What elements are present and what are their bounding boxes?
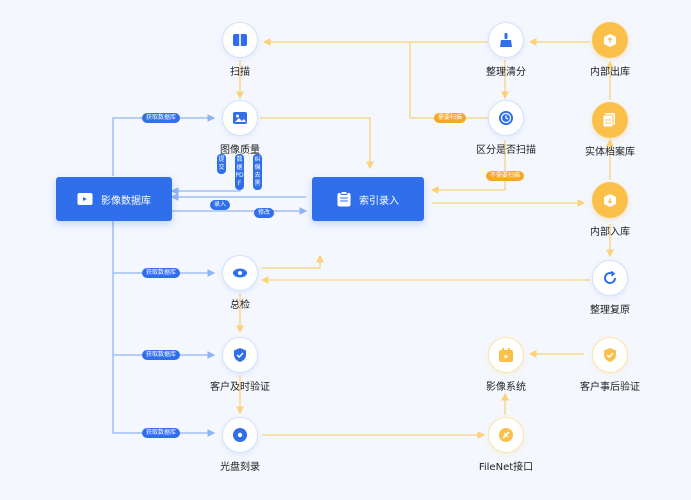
enter-pill: 录入 bbox=[210, 200, 231, 210]
scan-node[interactable] bbox=[222, 22, 258, 58]
clipboard-icon bbox=[337, 191, 351, 207]
sort-clear-label: 整理清分 bbox=[486, 67, 526, 78]
modify-pill: 修改 bbox=[254, 208, 275, 218]
customer-post-verify-node[interactable] bbox=[592, 337, 628, 373]
internal-out-node[interactable] bbox=[592, 22, 628, 58]
disc-burn-label: 光盘刻录 bbox=[220, 462, 260, 473]
scan-label: 扫描 bbox=[230, 67, 250, 78]
customer-verify-node[interactable] bbox=[222, 337, 258, 373]
physical-archive-label: 实体档案库 bbox=[585, 147, 635, 158]
reorganize-restore-label: 整理复原 bbox=[590, 305, 630, 316]
physical-archive-node[interactable] bbox=[592, 102, 628, 138]
filenet-node[interactable] bbox=[488, 417, 524, 453]
get-db-pill-3: 获取数据库 bbox=[142, 350, 181, 360]
customer-verify-label: 客户及时验证 bbox=[210, 382, 270, 393]
eye-icon bbox=[233, 268, 247, 278]
index-entry-label: 索引录入 bbox=[359, 195, 399, 207]
box-out-icon bbox=[604, 34, 616, 47]
internal-in-label: 内部入库 bbox=[590, 227, 630, 238]
disc-burn-node[interactable] bbox=[222, 417, 258, 453]
refresh-icon bbox=[604, 270, 617, 284]
internal-in-node[interactable] bbox=[592, 182, 628, 218]
need-scan-pill: 需要扫描 bbox=[434, 113, 467, 123]
clock-icon bbox=[499, 111, 513, 125]
video-calendar-icon bbox=[499, 348, 513, 362]
get-db-pill-4: 获取数据库 bbox=[142, 428, 181, 438]
image-system-node[interactable] bbox=[488, 337, 524, 373]
distinguish-scan-node[interactable] bbox=[488, 100, 524, 136]
reorganize-restore-node[interactable] bbox=[592, 260, 628, 296]
image-system-label: 影像系统 bbox=[486, 382, 526, 393]
customer-post-verify-label: 客户事后验证 bbox=[580, 382, 640, 393]
broom-icon bbox=[500, 33, 512, 47]
sort-clear-node[interactable] bbox=[488, 22, 524, 58]
no-scan-pill: 不需要扫描 bbox=[486, 171, 525, 181]
box-in-icon bbox=[604, 194, 616, 207]
distinguish-scan-label: 区分是否扫描 bbox=[476, 145, 536, 156]
general-check-node[interactable] bbox=[222, 255, 258, 291]
filenet-label: FileNet接口 bbox=[478, 462, 534, 473]
correct-pill: 纠偏去黑 bbox=[253, 154, 262, 190]
index-entry-box[interactable]: 索引录入 bbox=[312, 177, 424, 221]
general-check-label: 总检 bbox=[230, 300, 250, 311]
image-quality-label: 图像质量 bbox=[220, 145, 260, 156]
video-folder-icon bbox=[77, 193, 93, 205]
shield-check-orange-icon bbox=[604, 348, 616, 362]
pdf-pill: 数据PDF bbox=[235, 154, 244, 190]
get-db-pill-1: 获取数据库 bbox=[142, 113, 181, 123]
image-db-label: 影像数据库 bbox=[101, 195, 151, 207]
image-icon bbox=[233, 112, 247, 124]
disc-icon bbox=[233, 428, 247, 442]
get-db-pill-2: 获取数据库 bbox=[142, 268, 181, 278]
image-db-box[interactable]: 影像数据库 bbox=[56, 177, 172, 221]
shield-check-icon bbox=[234, 348, 246, 362]
documents-icon bbox=[602, 113, 615, 128]
submit-pill: 提交 bbox=[217, 154, 226, 174]
link-off-icon bbox=[499, 428, 513, 442]
internal-out-label: 内部出库 bbox=[590, 67, 630, 78]
image-quality-node[interactable] bbox=[222, 100, 258, 136]
scanner-icon bbox=[233, 34, 247, 46]
